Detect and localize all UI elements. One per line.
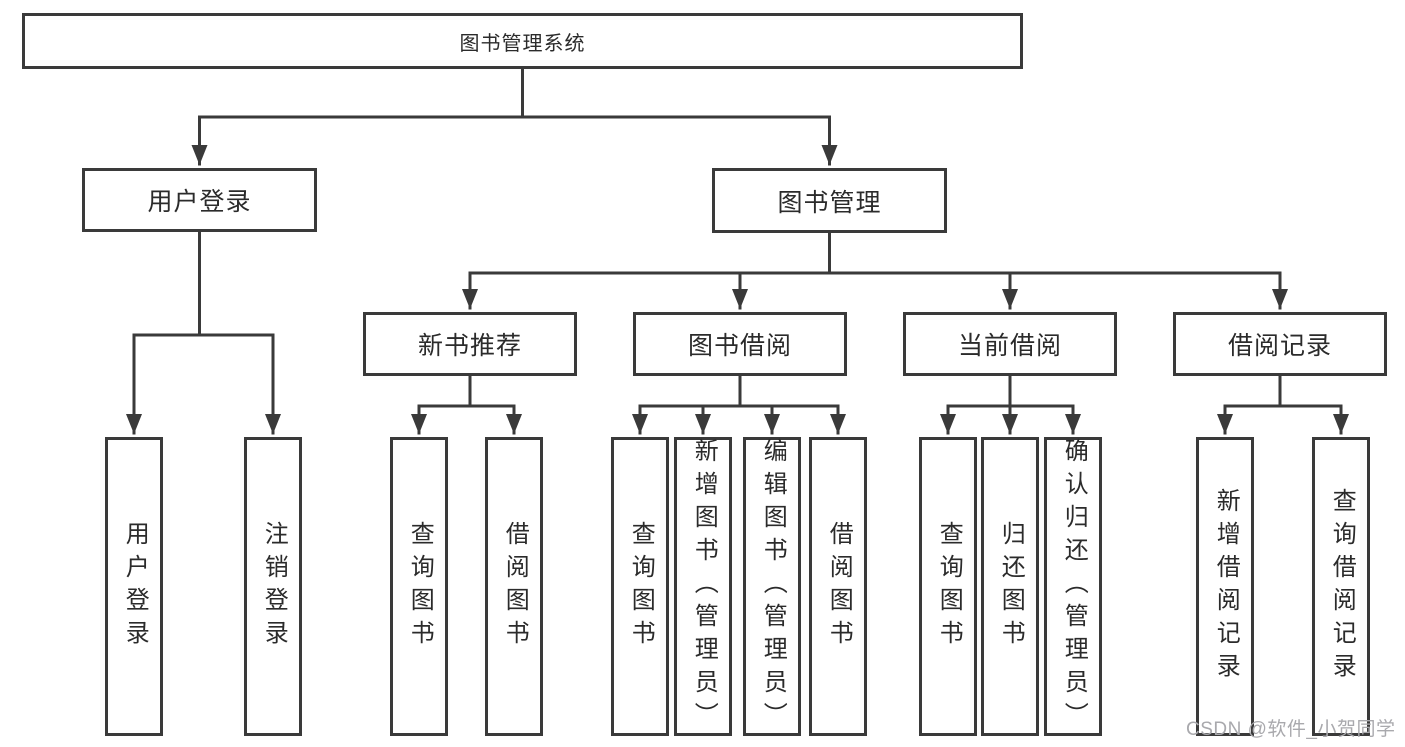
node-library-management-system: 图书管理系统: [22, 13, 1023, 69]
node-label: 图书管理系统: [459, 32, 586, 55]
leaf-query-books-recommend: 查询图书: [390, 437, 448, 736]
leaf-label: 查询图书: [406, 520, 434, 653]
node-label: 用户登录: [147, 188, 252, 216]
leaf-user-login: 用户登录: [105, 437, 163, 736]
node-current-borrow: 当前借阅: [903, 312, 1117, 376]
leaf-label: 注销登录: [260, 520, 288, 653]
leaf-edit-book-admin: 编辑图书（管理员）: [743, 437, 801, 736]
leaf-label: 查询借阅记录: [1328, 487, 1356, 686]
leaf-label: 新增图书（管理员）: [690, 438, 718, 735]
node-label: 图书管理: [777, 188, 882, 217]
node-book-management: 图书管理: [712, 168, 947, 233]
leaf-label: 借阅图书: [825, 520, 853, 653]
leaf-label: 确认归还（管理员）: [1060, 438, 1088, 735]
node-user-login: 用户登录: [82, 168, 317, 232]
leaf-label: 新增借阅记录: [1212, 487, 1240, 686]
leaf-logout-login: 注销登录: [244, 437, 302, 736]
leaf-label: 借阅图书: [501, 520, 529, 653]
leaf-query-books-current: 查询图书: [919, 437, 977, 736]
leaf-query-books-borrow: 查询图书: [611, 437, 669, 736]
node-borrow-records: 借阅记录: [1173, 312, 1387, 376]
csdn-watermark: CSDN @软件_小贺同学: [1186, 719, 1396, 740]
leaf-add-book-admin: 新增图书（管理员）: [674, 437, 732, 736]
leaf-return-book: 归还图书: [981, 437, 1039, 736]
leaf-add-borrow-record: 新增借阅记录: [1196, 437, 1254, 736]
leaf-label: 编辑图书（管理员）: [759, 438, 787, 735]
leaf-borrow-books: 借阅图书: [809, 437, 867, 736]
node-label: 新书推荐: [417, 332, 522, 360]
leaf-label: 归还图书: [997, 520, 1025, 653]
node-book-borrow: 图书借阅: [633, 312, 847, 376]
node-label: 图书借阅: [687, 332, 792, 360]
leaf-query-borrow-record: 查询借阅记录: [1312, 437, 1370, 736]
node-label: 当前借阅: [957, 332, 1062, 360]
leaf-label: 查询图书: [627, 520, 655, 653]
leaf-borrow-books-recommend: 借阅图书: [485, 437, 543, 736]
leaf-label: 查询图书: [935, 520, 963, 653]
node-label: 借阅记录: [1227, 332, 1332, 360]
leaf-label: 用户登录: [121, 520, 149, 653]
node-new-book-recommend: 新书推荐: [363, 312, 577, 376]
leaf-confirm-return-admin: 确认归还（管理员）: [1044, 437, 1102, 736]
